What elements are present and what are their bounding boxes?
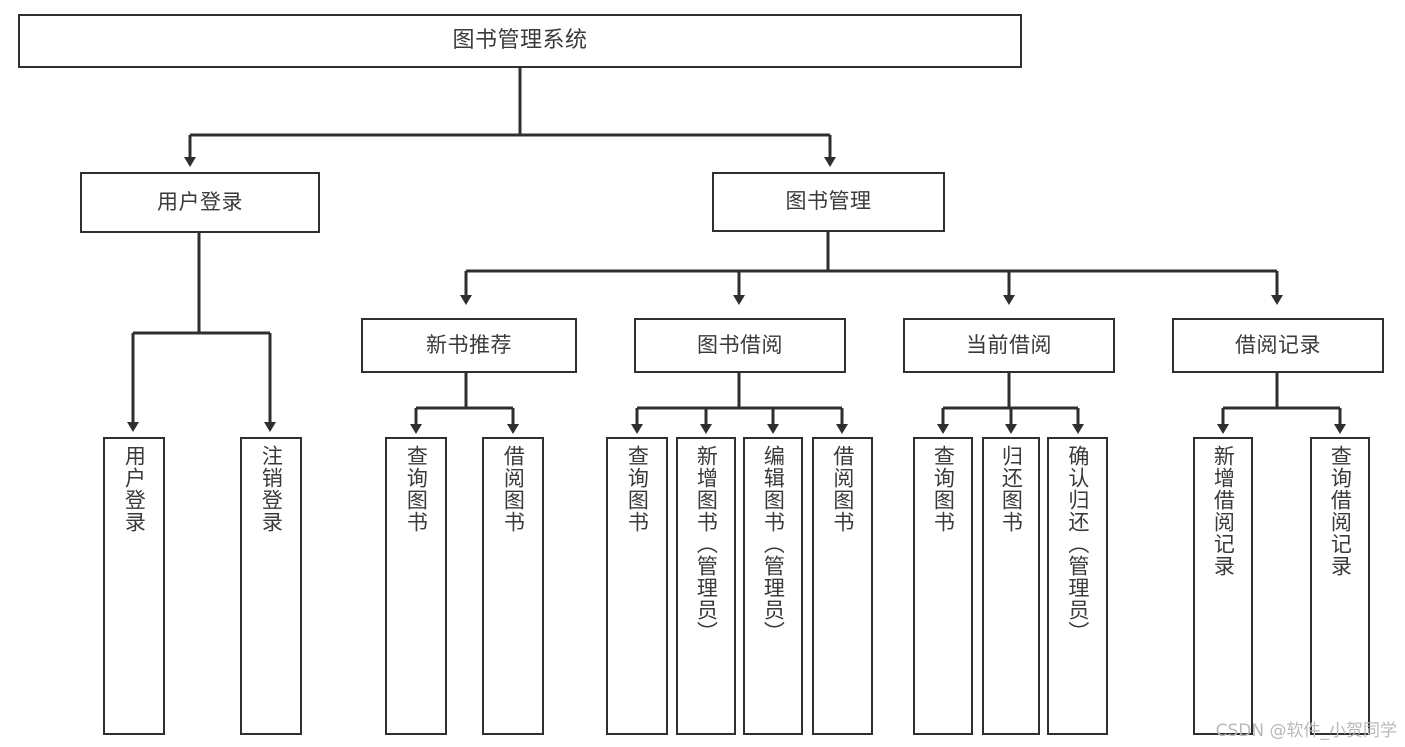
node-borrow-record[interactable]: 借阅记录 — [1172, 318, 1384, 373]
node-leaf-edit-book[interactable]: 编辑图书（管理员） — [743, 437, 803, 735]
node-leaf-query-book-3[interactable]: 查询图书 — [913, 437, 973, 735]
node-leaf-return-book[interactable]: 归还图书 — [982, 437, 1040, 735]
node-leaf-add-record[interactable]: 新增借阅记录 — [1193, 437, 1253, 735]
node-leaf-logout-login-label: 注销登录 — [259, 445, 284, 533]
node-user-login-label: 用户登录 — [157, 189, 243, 214]
node-leaf-query-record-label: 查询借阅记录 — [1328, 445, 1353, 577]
node-borrow-record-label: 借阅记录 — [1235, 332, 1321, 357]
node-leaf-query-book-2-label: 查询图书 — [625, 445, 650, 533]
node-leaf-query-book-1-label: 查询图书 — [404, 445, 429, 533]
node-leaf-borrow-book-2-label: 借阅图书 — [830, 445, 855, 533]
node-leaf-add-book-label: 新增图书（管理员） — [694, 445, 719, 643]
watermark: CSDN @软件_小贺同学 — [1215, 721, 1397, 741]
node-leaf-query-record[interactable]: 查询借阅记录 — [1310, 437, 1370, 735]
node-current-borrow[interactable]: 当前借阅 — [903, 318, 1115, 373]
node-leaf-confirm-return-label: 确认归还（管理员） — [1065, 445, 1090, 643]
node-leaf-user-login-label: 用户登录 — [122, 445, 147, 533]
node-root-label: 图书管理系统 — [452, 27, 588, 53]
node-book-manage-label: 图书管理 — [785, 189, 872, 214]
node-leaf-add-record-label: 新增借阅记录 — [1211, 445, 1236, 577]
node-leaf-user-login[interactable]: 用户登录 — [103, 437, 165, 735]
node-root[interactable]: 图书管理系统 — [18, 14, 1022, 68]
node-new-book-recommend-label: 新书推荐 — [426, 332, 512, 357]
node-leaf-query-book-1[interactable]: 查询图书 — [385, 437, 447, 735]
node-leaf-query-book-3-label: 查询图书 — [931, 445, 956, 533]
node-leaf-borrow-book-1-label: 借阅图书 — [501, 445, 526, 533]
node-leaf-edit-book-label: 编辑图书（管理员） — [761, 445, 786, 643]
node-new-book-recommend[interactable]: 新书推荐 — [361, 318, 577, 373]
node-leaf-return-book-label: 归还图书 — [999, 445, 1024, 533]
node-leaf-confirm-return[interactable]: 确认归还（管理员） — [1047, 437, 1108, 735]
node-current-borrow-label: 当前借阅 — [966, 332, 1052, 357]
node-leaf-query-book-2[interactable]: 查询图书 — [606, 437, 668, 735]
node-book-manage[interactable]: 图书管理 — [712, 172, 945, 232]
node-leaf-add-book[interactable]: 新增图书（管理员） — [676, 437, 736, 735]
node-leaf-logout-login[interactable]: 注销登录 — [240, 437, 302, 735]
node-leaf-borrow-book-1[interactable]: 借阅图书 — [482, 437, 544, 735]
node-user-login[interactable]: 用户登录 — [80, 172, 320, 233]
node-leaf-borrow-book-2[interactable]: 借阅图书 — [812, 437, 873, 735]
node-book-borrow[interactable]: 图书借阅 — [634, 318, 846, 373]
node-book-borrow-label: 图书借阅 — [697, 332, 783, 357]
